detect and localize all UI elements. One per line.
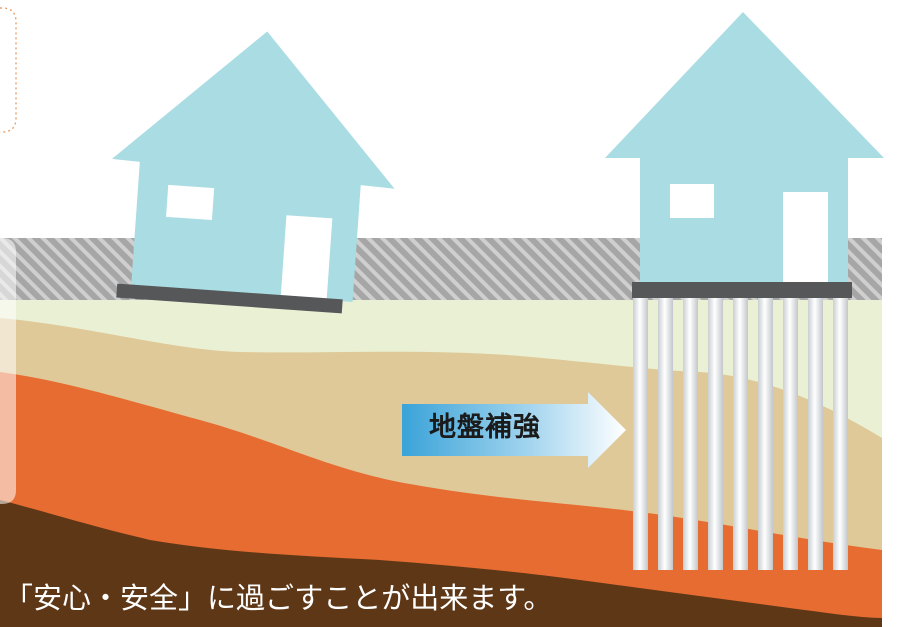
soil-layer-brown [0, 500, 882, 627]
caption-text: 「安心・安全」に過ごすことが出来ます。 [4, 581, 553, 615]
pile [633, 298, 648, 570]
tilted-house-window [166, 184, 215, 221]
stable-house-icon [605, 12, 884, 298]
arrow-label: 地盤補強 [429, 412, 541, 443]
tilted-house-foundation [116, 283, 343, 314]
stable-house-door [783, 192, 828, 284]
pile [758, 298, 773, 570]
side-panel [0, 238, 16, 504]
right-arrow-icon [402, 392, 626, 468]
pile [808, 298, 823, 570]
pile [733, 298, 748, 570]
pile [658, 298, 673, 570]
pile [833, 298, 848, 570]
stable-house-roof [605, 12, 884, 158]
reinforcement-piles [633, 298, 848, 570]
stable-house-foundation [632, 282, 852, 298]
pile [783, 298, 798, 570]
tilted-house-door [280, 215, 333, 301]
info-panel-outline [0, 7, 17, 133]
stable-house-window [670, 184, 714, 218]
pile [708, 298, 723, 570]
tilted-house-roof [111, 31, 395, 189]
tilted-house-icon [111, 31, 395, 314]
pile [683, 298, 698, 570]
